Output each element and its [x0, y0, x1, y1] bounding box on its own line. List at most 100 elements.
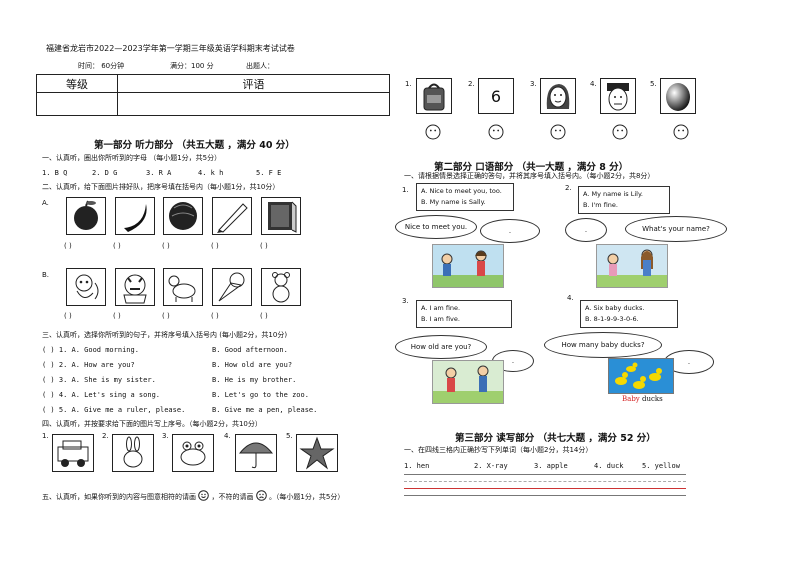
q1-item: 4. k h [198, 169, 224, 177]
answer-face-icon[interactable] [612, 124, 628, 144]
answer-face-icon[interactable] [425, 124, 441, 144]
q4-num: 2. [102, 432, 109, 440]
grade-table: 等级 评语 [36, 74, 390, 116]
copy-word: 2. X-ray [474, 462, 508, 470]
q3-prompt: 三、认真听，选择你所听到的句子，并将序号填入括号内 (每小题2分，共10分) [42, 331, 288, 339]
scene-options[interactable]: A. I am fine.B. I am five. [416, 300, 512, 328]
scene-num: 2. [565, 184, 572, 192]
pic-num: 2. [468, 80, 475, 88]
answer-face-icon[interactable] [550, 124, 566, 144]
q4-num: 4. [224, 432, 231, 440]
answer-face-icon[interactable] [488, 124, 504, 144]
q1-item: 2. D G [92, 169, 118, 177]
baby-ducks-caption: Baby ducks [622, 395, 663, 403]
copy-word: 4. duck [594, 462, 624, 470]
copy-word: 5. yellow [642, 462, 680, 470]
watermelon-icon [163, 197, 203, 235]
q3-option-b[interactable]: B. Give me a pen, please. [212, 406, 318, 414]
exam-score: 满分：100 分 [170, 62, 214, 70]
exam-title: 福建省龙岩市2022—2023学年第一学期三年级英语学科期末考试试卷 [46, 44, 295, 53]
pen-icon [212, 197, 252, 235]
answer-paren[interactable]: ( ) [260, 312, 268, 320]
girl-face-icon [540, 78, 576, 114]
part3-heading: 第三部分 读写部分 （共七大题 ，满分 52 分） [455, 433, 656, 444]
speech-bubble: How many baby ducks? [544, 332, 662, 358]
writing-grid[interactable] [404, 474, 686, 496]
smile-face-icon [198, 490, 210, 504]
q1-item: 1. B Q [42, 169, 68, 177]
boy-face-icon [600, 78, 636, 114]
answer-paren[interactable]: ( ) [211, 242, 219, 250]
q3-option-b[interactable]: B. Let's go to the zoo. [212, 391, 309, 399]
answer-paren[interactable]: ( ) [64, 242, 72, 250]
scene-num: 1. [402, 186, 409, 194]
scene-picture-greeting [432, 244, 504, 288]
pic-num: 3. [530, 80, 537, 88]
scene-options[interactable]: A. My name is Lily.B. I'm fine. [578, 186, 670, 214]
q3-option-a[interactable]: ( ) 4. A. Let's sing a song. [42, 391, 161, 399]
q2-row-a-label: A. [42, 199, 49, 207]
q3-option-a[interactable]: ( ) 2. A. How are you? [42, 361, 135, 369]
apple-icon [66, 197, 106, 235]
pic-num: 1. [405, 80, 412, 88]
comment-cell[interactable] [117, 92, 390, 116]
q3-option-a[interactable]: ( ) 5. A. Give me a ruler, please. [42, 406, 186, 414]
answer-paren[interactable]: ( ) [113, 242, 121, 250]
exam-time: 时间： 60分钟 [78, 62, 125, 70]
scene-options[interactable]: A. Nice to meet you, too.B. My name is S… [416, 183, 514, 211]
part2-heading: 第二部分 口语部分 （共一大题 ，满分 8 分） [434, 162, 629, 173]
q3-option-b[interactable]: B. Good afternoon. [212, 346, 288, 354]
q4-num: 5. [286, 432, 293, 440]
tiger-icon [115, 268, 155, 306]
q1-item: 5. F E [256, 169, 282, 177]
speech-bubble[interactable]: . [480, 219, 540, 243]
q1-prompt: 一、认真听，圈出你所听到的字母 （每小题1分，共5分） [42, 154, 222, 162]
monkey-icon [66, 268, 106, 306]
number-six-icon: 6 [478, 78, 514, 114]
answer-paren[interactable]: ( ) [162, 242, 170, 250]
q3-option-b[interactable]: B. He is my brother. [212, 376, 297, 384]
answer-paren[interactable]: ( ) [162, 312, 170, 320]
q4-prompt: 四、认真听，并按要求给下面的图片写上序号。（每小题2分，共10分） [42, 420, 262, 428]
scene-options[interactable]: A. Six baby ducks.B. 8-1-9-9-3-0-6. [580, 300, 678, 328]
answer-paren[interactable]: ( ) [113, 312, 121, 320]
banana-icon [115, 197, 155, 235]
baby-ducks-picture [608, 358, 674, 394]
answer-paren[interactable]: ( ) [260, 242, 268, 250]
teddy-bear-icon [261, 268, 301, 306]
grade-header: 等级 [36, 74, 118, 93]
scene-picture-age [432, 360, 504, 404]
pic-num: 4. [590, 80, 597, 88]
q5-prompt: 五、认真听，如果你听到的内容与图意相符的请画 ，不符的请画 。（每小题1分，共5… [42, 490, 344, 504]
rabbit-icon [112, 434, 154, 472]
q2-prompt: 二、认真听，给下面图片排好队，把序号填在括号内（每小题1分，共10分） [42, 183, 280, 191]
egg-icon [660, 78, 696, 114]
book-icon [261, 197, 301, 235]
car-icon [52, 434, 94, 472]
q3-option-a[interactable]: ( ) 1. A. Good morning. [42, 346, 139, 354]
speech-bubble[interactable]: . [565, 218, 607, 242]
scene-num: 3. [402, 297, 409, 305]
comment-header: 评语 [117, 74, 390, 93]
q3-option-b[interactable]: B. How old are you? [212, 361, 293, 369]
speech-bubble: What's your name? [625, 216, 727, 242]
schoolbag-icon [416, 78, 452, 114]
umbrella-icon [235, 434, 277, 472]
scene-num: 4. [567, 294, 574, 302]
q3-option-a[interactable]: ( ) 3. A. She is my sister. [42, 376, 156, 384]
grade-cell[interactable] [36, 92, 118, 116]
exam-author: 出题人： [246, 62, 274, 70]
q4-num: 1. [42, 432, 49, 440]
answer-face-icon[interactable] [673, 124, 689, 144]
ice-cream-icon [212, 268, 252, 306]
frog-icon [172, 434, 214, 472]
copy-word: 3. apple [534, 462, 568, 470]
part2-prompt: 一、请根据情景选择正确的答句，并将其序号填入括号内。（每小题2分，共8分） [404, 172, 655, 180]
dog-icon [163, 268, 203, 306]
answer-paren[interactable]: ( ) [211, 312, 219, 320]
part3-prompt: 一、在四线三格内正确抄写下列单词（每小题2分，共14分） [404, 446, 593, 454]
copy-word: 1. hen [404, 462, 430, 470]
q4-num: 3. [162, 432, 169, 440]
speech-bubble: How old are you? [395, 335, 487, 359]
answer-paren[interactable]: ( ) [64, 312, 72, 320]
